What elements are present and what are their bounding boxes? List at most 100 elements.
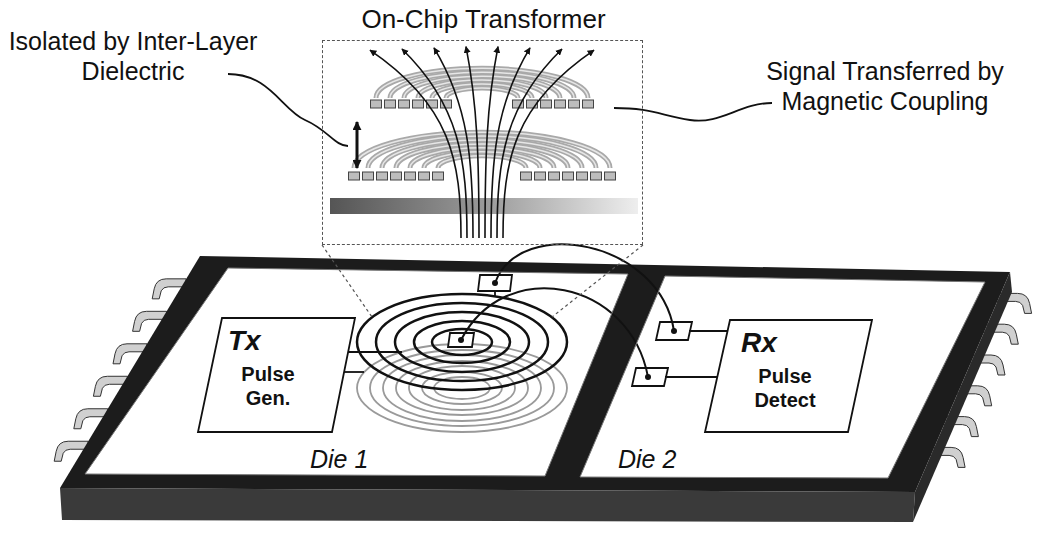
substrate [330,198,638,214]
top-coil [357,294,567,390]
rx-trace [665,376,717,378]
coil-turn [376,68,588,98]
coil-turn [424,152,540,168]
block-title: Rx [741,326,811,360]
coil-turn [354,132,610,168]
coil-turn [354,132,610,168]
conductor-section [405,172,416,180]
bond-wire [461,244,674,377]
conductor-section [413,100,424,108]
conductor-section [433,172,444,180]
die-surface [85,268,628,476]
conductor-section [583,100,594,108]
bottom-coil [396,361,528,415]
bond-pad [632,368,668,386]
conductor-section [419,172,430,180]
top-coil [376,303,548,381]
magnetic-field-line [503,50,594,238]
conductor-section [569,100,580,108]
coil-turn [424,152,540,168]
coil-turn [438,156,526,168]
coil-turn [438,156,526,168]
coil-turn [418,80,546,98]
die-surface [580,276,985,478]
conductor-section [541,100,552,108]
node-outline [705,320,872,432]
isolation-arrow [356,122,359,168]
die-surface [85,268,985,478]
bottom-coil [370,350,554,426]
wire-bond-ball [492,280,498,286]
coil-turn [432,84,532,98]
coil-cross-section [349,68,616,180]
conductor-section [377,172,388,180]
bottom-coil [357,344,567,432]
leader-line [614,103,772,121]
top-coil [432,329,492,355]
bond-pad [656,322,692,340]
conductor-section [605,172,616,180]
top-coil [414,321,510,363]
conductor-section [535,172,546,180]
chip-package [60,256,1010,492]
coil-turn [376,68,588,98]
bond-pad [478,275,512,291]
magnetic-field-line [497,49,562,238]
block-function: Pulse Detect [733,364,837,412]
wire-bond-ball [671,328,677,334]
top-coil [357,294,567,390]
callout-text: Signal Transferred by Magnetic Coupling [735,56,1035,116]
top-coil [395,312,529,372]
rx-trace [495,291,727,377]
wire-bond-ball [458,280,677,380]
rx-trace [689,330,727,332]
conductor-section [371,100,382,108]
tx-block: TxPulse Gen. [198,318,355,432]
magnetic-field-line [370,47,594,238]
conductor-section [577,172,588,180]
conductor-section [399,100,410,108]
block-title: Tx [228,324,298,358]
inset-heading: On-Chip Transformer [283,4,684,35]
bond-pad [448,333,474,347]
tx-trace [344,371,364,373]
tx-trace [348,351,402,353]
conductor-section [349,172,360,180]
bottom-coil [357,344,567,432]
coil-turn [432,84,532,98]
projection-line [322,245,643,317]
magnetic-field-line [466,47,479,238]
rx-block: RxPulse Detect [705,320,872,432]
conductor-section [363,172,374,180]
die-label: Die 1 [310,444,400,474]
coil-turn [418,80,546,98]
conductor-section [385,100,396,108]
block-function: Pulse Gen. [224,362,312,410]
magnetic-field-line [434,48,473,238]
conductor-section [591,172,602,180]
projection-line [322,245,372,317]
leader-line [228,74,772,146]
node-outline [198,318,355,432]
die-region: Die 1 TxPulse Gen. [85,268,630,478]
conductor-section [555,100,566,108]
wire-bond-ball [645,374,651,380]
bond-pad [448,275,692,386]
bond-wire [461,288,648,377]
rx-trace [494,291,496,296]
inset-frame: On-Chip Transformer [322,40,643,245]
callout-text: Isolated by Inter-Layer Dielectric [8,26,258,86]
conductor-section [391,172,402,180]
node-outline [85,268,628,476]
chip-package [60,256,1012,522]
die-label: Die 2 [618,444,708,474]
conductor-section [563,172,574,180]
leader-line [228,74,348,146]
node-outline [580,276,985,478]
magnetic-field-line [402,49,467,238]
conductor-section [549,172,560,180]
die-region: Die 2 RxPulse Detect [580,276,985,480]
projection-line [552,245,643,317]
chip-package [60,488,915,522]
conductor-section [521,172,532,180]
